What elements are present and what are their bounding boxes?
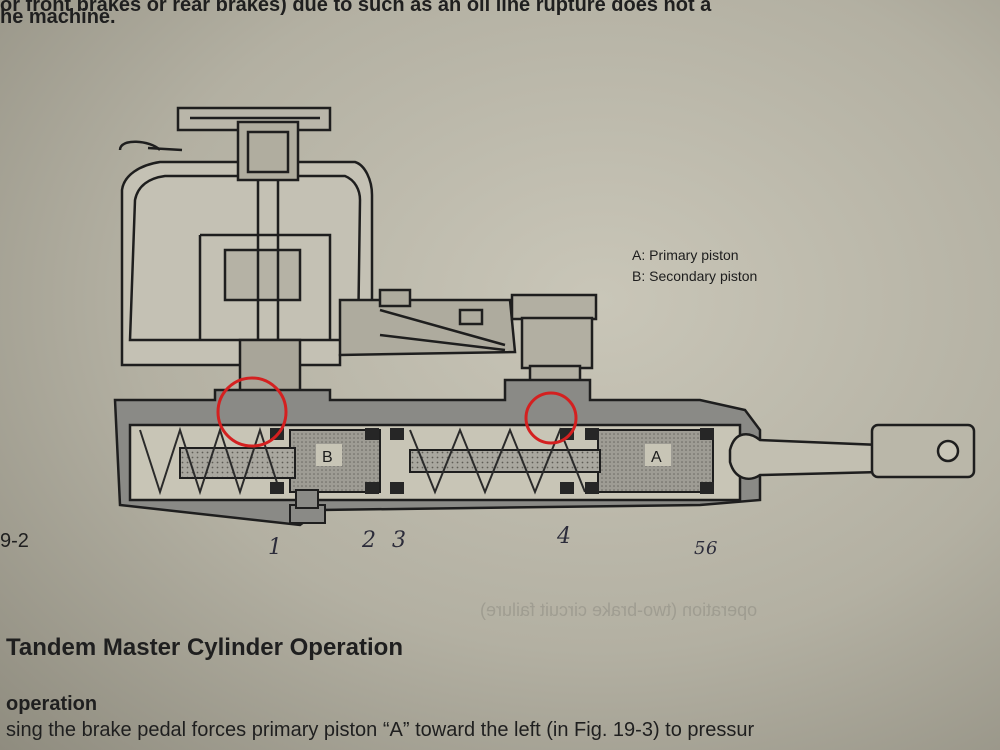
annotation-6: 6 <box>706 538 718 559</box>
connecting-pipe <box>338 288 517 357</box>
secondary-piston <box>179 429 381 493</box>
top-text-line: or front brakes or rear brakes) due to s… <box>0 0 712 16</box>
legend-secondary-piston: B: Secondary piston <box>632 268 758 284</box>
piston-label-b: B <box>322 449 333 466</box>
legend-primary-piston: A: Primary piston <box>632 247 739 263</box>
top-text-line-2: he machine. <box>0 6 116 28</box>
section-heading: Tandem Master Cylinder Operation <box>6 634 403 661</box>
annotation-3: 3 <box>392 528 406 553</box>
highlight-circle-left <box>216 376 288 448</box>
piston-label-a: A <box>651 449 662 466</box>
bleed-nipple <box>289 489 326 524</box>
figure-number: 9-2 <box>0 530 29 552</box>
subsection-heading: operation <box>6 693 98 715</box>
springs <box>139 426 586 496</box>
annotation-4: 4 <box>557 524 571 549</box>
seals <box>270 428 714 494</box>
body-text-line: sing the brake pedal forces primary pist… <box>6 719 755 741</box>
reservoir <box>118 106 374 402</box>
highlight-circle-right <box>524 391 578 445</box>
annotation-2: 2 <box>362 528 376 553</box>
annotation-1: 1 <box>268 535 282 560</box>
push-rod <box>728 423 976 480</box>
annotation-5: 5 <box>694 538 706 559</box>
